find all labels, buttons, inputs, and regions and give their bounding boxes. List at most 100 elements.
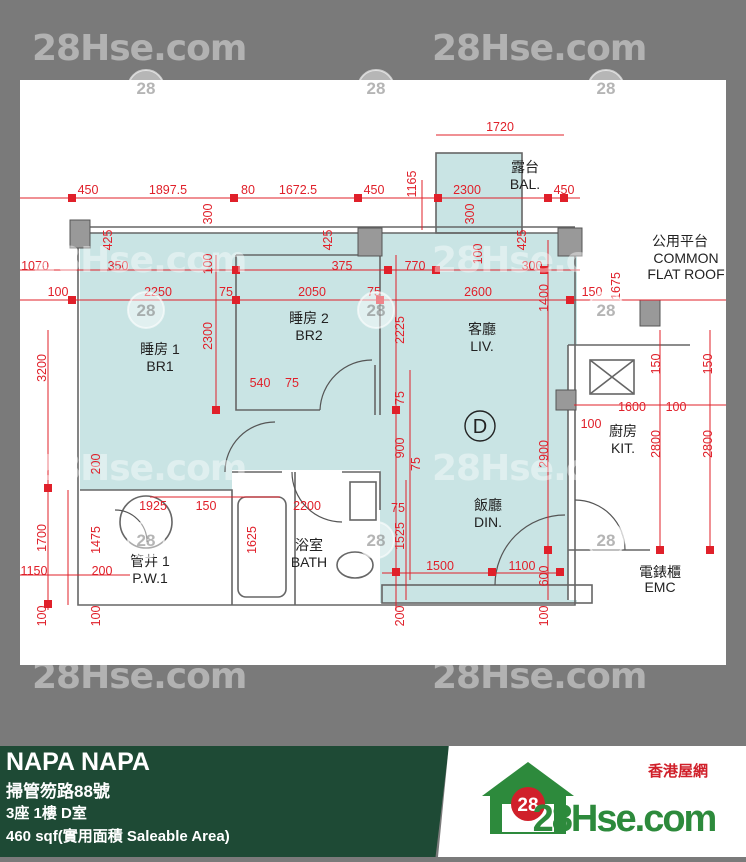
dim-540: 540 (250, 376, 271, 390)
dim-1600: 1600 (618, 400, 646, 414)
listing-info-panel: NAPA NAPA 掃管笏路88號 3座 1樓 D室 460 sqf(實用面積 … (0, 746, 449, 857)
dim-200b: 200 (92, 564, 113, 578)
brand-domain: 28Hse.com (533, 798, 716, 840)
dim-100e: 100 (666, 400, 687, 414)
dim-2300b: 2300 (201, 322, 215, 350)
dim-1897: 1897.5 (149, 183, 187, 197)
dim-100c: 100 (48, 285, 69, 299)
room-label-kit-zh: 廚房 (609, 423, 637, 439)
dim-2600: 2600 (464, 285, 492, 299)
dim-75b: 75 (367, 285, 381, 299)
dim-300a: 300 (201, 204, 215, 225)
floor-plan: 露台 BAL. 睡房 1 BR1 睡房 2 BR2 客廳 LIV. 飯廳 DIN… (20, 80, 726, 665)
dim-75c: 75 (285, 376, 299, 390)
dim-100b: 100 (471, 244, 485, 265)
brand-badge-icon (511, 787, 545, 821)
property-name: NAPA NAPA (6, 748, 150, 776)
dim-350: 350 (108, 259, 129, 273)
dim-600: 600 (537, 566, 551, 587)
dim-150c: 150 (701, 354, 715, 375)
dim-450a: 450 (78, 183, 99, 197)
brand-name-zh: 香港屋網 (648, 762, 708, 780)
unit-marker-circle (464, 410, 496, 442)
room-label-br2-en: BR2 (295, 327, 322, 343)
room-label-pw-zh: 管井 1 (130, 553, 170, 569)
room-labels: 露台 BAL. 睡房 1 BR1 睡房 2 BR2 客廳 LIV. 飯廳 DIN… (130, 159, 724, 595)
dim-1525: 1525 (393, 522, 407, 550)
dim-150b: 150 (649, 354, 663, 375)
dim-75e: 75 (409, 457, 423, 471)
dim-1070: 1070 (21, 259, 49, 273)
property-area: 460 sqf(實用面積 Saleable Area) (6, 828, 230, 845)
watermark-text: 28Hse.com (32, 28, 247, 69)
room-label-bath-zh: 浴室 (295, 537, 323, 553)
brand-badge: 28 (517, 795, 538, 816)
room-label-flat-roof-en1: COMMON (653, 250, 718, 266)
dim-425b: 425 (321, 230, 335, 251)
dim-770: 770 (405, 259, 426, 273)
dim-450c: 450 (554, 183, 575, 197)
floor-plan-drawing: 露台 BAL. 睡房 1 BR1 睡房 2 BR2 客廳 LIV. 飯廳 DIN… (20, 120, 726, 627)
property-address: 掃管笏路88號 (6, 782, 110, 801)
house-roof-icon (482, 762, 574, 796)
dim-2050: 2050 (298, 285, 326, 299)
dim-2900: 2900 (537, 440, 551, 468)
watermark-text: 28Hse.com (432, 28, 647, 69)
dim-2250: 2250 (144, 285, 172, 299)
room-label-pw-en: P.W.1 (132, 570, 168, 586)
dim-2800a: 2800 (649, 430, 663, 458)
dim-2200: 2200 (293, 499, 321, 513)
room-label-emc-en: EMC (644, 579, 675, 595)
room-label-din-en: DIN. (474, 514, 502, 530)
dim-1925: 1925 (139, 499, 167, 513)
property-unit: 3座 1樓 D室 (6, 805, 87, 822)
dim-100g: 100 (89, 606, 103, 627)
dim-1672: 1672.5 (279, 183, 317, 197)
room-label-emc-zh: 電錶櫃 (639, 564, 681, 580)
dim-425c: 425 (515, 230, 529, 251)
dim-3200: 3200 (35, 354, 49, 382)
dim-1700: 1700 (35, 524, 49, 552)
dim-375: 375 (332, 259, 353, 273)
dim-425a: 425 (101, 230, 115, 251)
dim-75a: 75 (219, 285, 233, 299)
room-label-liv-zh: 客廳 (468, 321, 496, 337)
room-label-liv-en: LIV. (470, 338, 494, 354)
unit-marker-label: D (473, 416, 487, 438)
dim-2225: 2225 (393, 316, 407, 344)
columns (69, 219, 661, 411)
room-label-din-zh: 飯廳 (474, 497, 502, 513)
room-fills (80, 153, 690, 603)
room-label-bath-en: BATH (291, 554, 327, 570)
dim-200c: 200 (393, 606, 407, 627)
room-label-br1-en: BR1 (146, 358, 173, 374)
walls (77, 152, 690, 606)
dim-1100: 1100 (509, 559, 536, 573)
dim-100f: 100 (35, 606, 49, 627)
dim-100h: 100 (537, 606, 551, 627)
dim-1150: 1150 (21, 564, 48, 578)
dimension-values-horizontal: 1720 450 1897.5 80 1672.5 450 2300 450 1… (21, 120, 687, 578)
dim-75d: 75 (393, 391, 407, 405)
listing-footer: NAPA NAPA 掃管笏路88號 3座 1樓 D室 460 sqf(實用面積 … (0, 746, 746, 857)
brand-panel[interactable]: 28 香港屋網 28Hse.com (438, 746, 746, 857)
dim-100d: 100 (581, 417, 602, 431)
dim-1675: 1675 (609, 272, 623, 300)
room-label-br2-zh: 睡房 2 (289, 310, 329, 326)
dim-1475: 1475 (89, 526, 103, 554)
dim-200a: 200 (89, 454, 103, 475)
room-label-br1-zh: 睡房 1 (140, 341, 180, 357)
dim-100a: 100 (201, 254, 215, 275)
dim-300c: 300 (522, 259, 543, 273)
dim-2300a: 2300 (453, 183, 481, 197)
room-label-balcony-zh: 露台 (511, 159, 539, 175)
dim-75f: 75 (391, 501, 405, 515)
dim-150a: 150 (582, 285, 603, 299)
dim-1720: 1720 (486, 120, 514, 134)
dim-1400: 1400 (537, 284, 551, 312)
dimension-values-vertical: 1165 300 300 425 425 425 100 100 1400 16… (35, 171, 715, 627)
door-swings (114, 359, 626, 586)
dim-1500: 1500 (426, 559, 454, 573)
dim-2800b: 2800 (701, 430, 715, 458)
